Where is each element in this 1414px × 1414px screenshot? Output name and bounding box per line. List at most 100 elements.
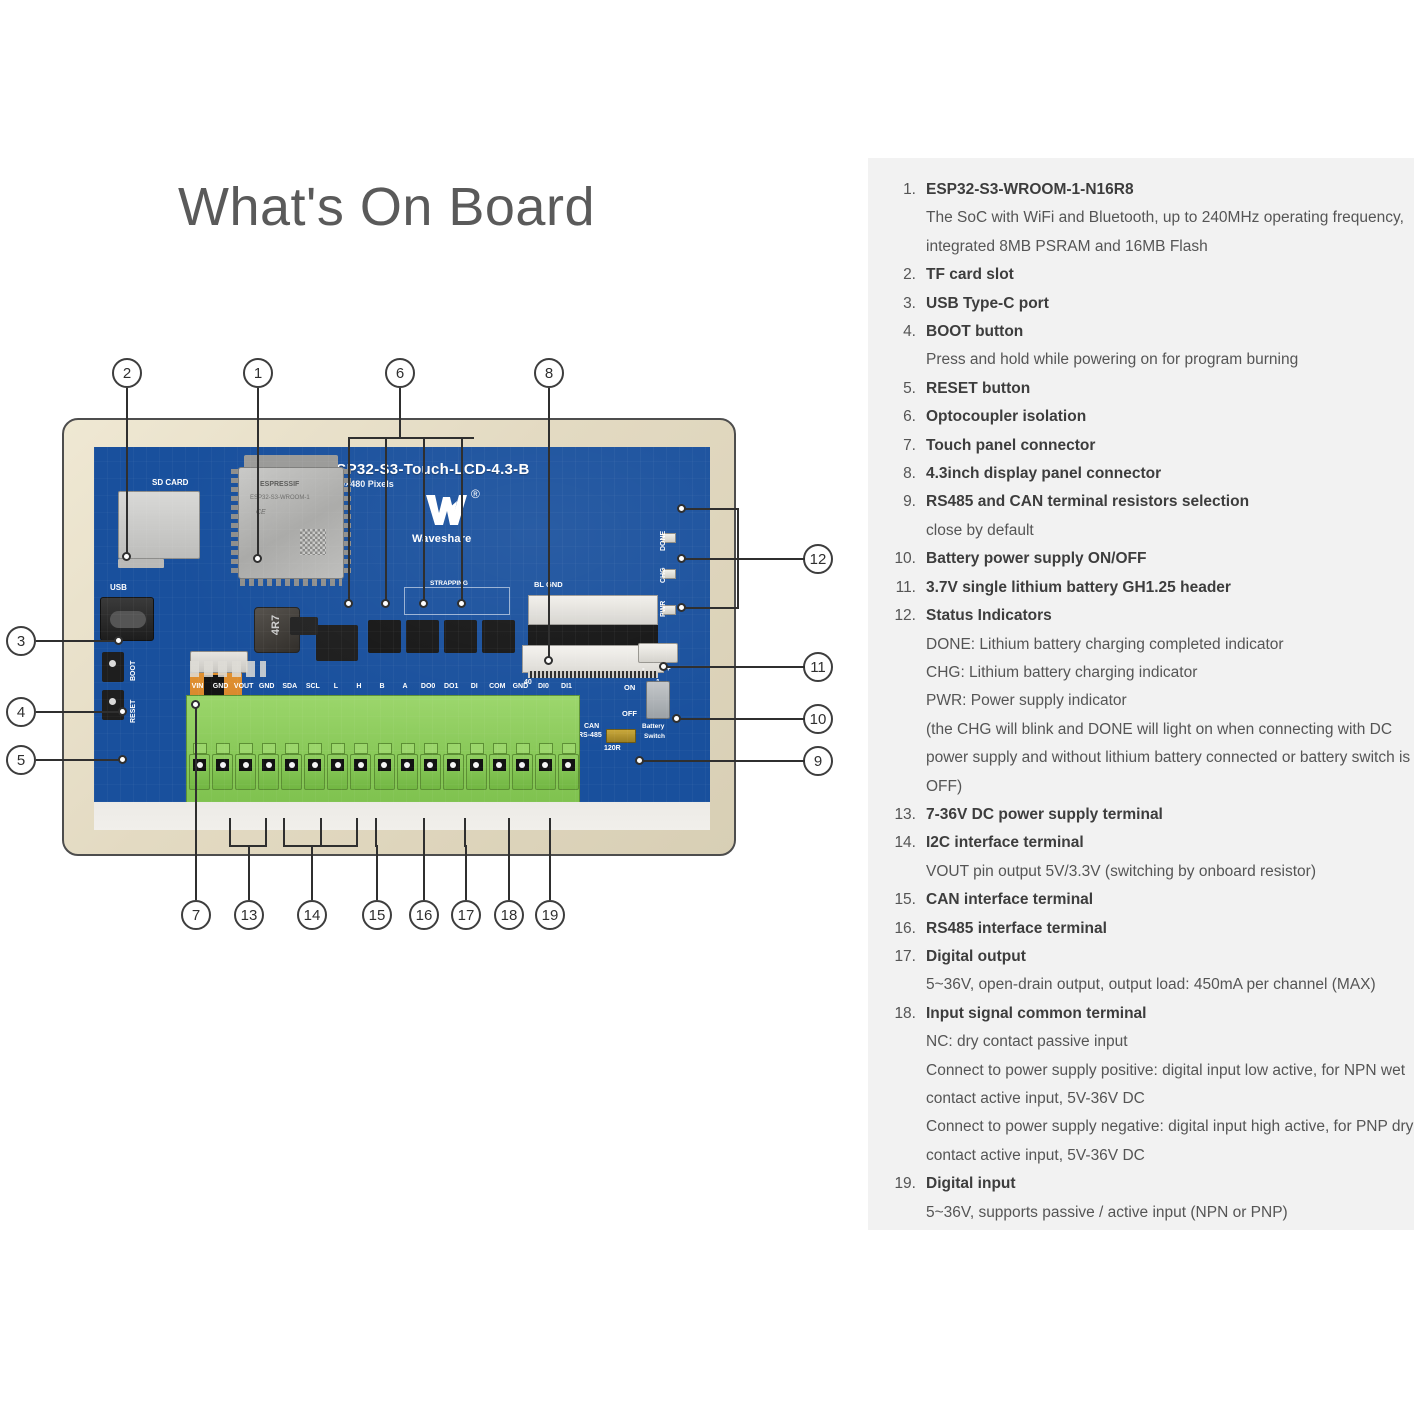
callout-6[interactable]: 6 <box>385 358 415 388</box>
callout-8[interactable]: 8 <box>534 358 564 388</box>
boot-button[interactable] <box>102 652 124 682</box>
terminal-screw[interactable] <box>235 743 257 790</box>
silkscreen-switch: Switch <box>644 733 665 740</box>
leader-dot-3 <box>114 636 123 645</box>
callout-16[interactable]: 16 <box>409 900 439 930</box>
feature-detail: contact active input, 5V-36V DC <box>926 1090 1145 1107</box>
callout-11[interactable]: 11 <box>803 652 833 682</box>
driver-ic <box>316 625 358 661</box>
silkscreen-pin-a-9: A <box>402 683 408 690</box>
silkscreen-pin-vin-0: VIN <box>191 683 204 690</box>
leader-19-a <box>549 818 551 846</box>
battery-gh1p25-header <box>638 643 678 663</box>
feature-title: Status Indicators <box>926 607 1052 625</box>
silkscreen-pin-vout-2: VOUT <box>233 683 254 690</box>
silkscreen-resolution: 800×480 Pixels <box>330 479 394 489</box>
leader-5 <box>36 759 122 761</box>
callout-15[interactable]: 15 <box>362 900 392 930</box>
leader-8 <box>548 388 550 660</box>
esp32-s3-wroom-module <box>238 467 344 579</box>
reset-button-cap[interactable] <box>109 698 116 705</box>
silkscreen-battery: Battery <box>642 723 665 730</box>
power-input-pads <box>190 661 266 677</box>
terminal-screw-slot <box>423 743 438 754</box>
leader-18-stem <box>508 845 510 900</box>
terminal-screw-slot <box>377 743 392 754</box>
leader-dot-12c <box>677 603 686 612</box>
terminal-screw[interactable] <box>327 743 349 790</box>
optocoupler-4 <box>482 620 515 653</box>
feature-title: Digital output <box>926 947 1026 965</box>
leader-12 <box>737 558 805 560</box>
feature-item-15: 15.CAN interface terminal <box>868 886 1414 914</box>
battery-power-switch[interactable] <box>646 681 670 719</box>
page-title: What's On Board <box>178 177 595 237</box>
callout-7[interactable]: 7 <box>181 900 211 930</box>
terminal-screw[interactable] <box>281 743 303 790</box>
terminal-screw-slot <box>262 743 277 754</box>
terminal-screw[interactable] <box>189 743 211 790</box>
feature-detail: Connect to power supply negative: digita… <box>926 1118 1414 1136</box>
leader-15-stem <box>376 845 378 900</box>
leader-14-b <box>320 818 322 846</box>
esp-module-pads-right <box>344 469 351 577</box>
terminal-screw[interactable] <box>373 743 395 790</box>
feature-number: 15. <box>894 891 916 909</box>
terminal-screw[interactable] <box>396 743 418 790</box>
feature-title: Input signal common terminal <box>926 1004 1147 1022</box>
silkscreen-usb: USB <box>110 583 127 592</box>
leader-14-bracket <box>283 845 358 847</box>
callout-18[interactable]: 18 <box>494 900 524 930</box>
terminal-resistor-jumper[interactable] <box>606 729 636 743</box>
callout-19[interactable]: 19 <box>535 900 565 930</box>
terminal-screw[interactable] <box>419 743 441 790</box>
callout-9[interactable]: 9 <box>803 746 833 776</box>
terminal-screw-slot <box>492 743 507 754</box>
boot-button-cap[interactable] <box>109 660 116 667</box>
leader-11 <box>663 666 805 668</box>
terminal-screw-slot <box>285 743 300 754</box>
callout-5[interactable]: 5 <box>6 745 36 775</box>
callout-4[interactable]: 4 <box>6 697 36 727</box>
leader-17-a <box>464 818 466 846</box>
feature-detail: (the CHG will blink and DONE will light … <box>926 720 1393 738</box>
leader-16-stem <box>423 845 425 900</box>
callout-2[interactable]: 2 <box>112 358 142 388</box>
leader-13-bracket <box>229 845 267 847</box>
callout-17[interactable]: 17 <box>451 900 481 930</box>
usb-type-c-port <box>100 597 154 641</box>
tf-card-slot <box>118 491 200 559</box>
terminal-screw[interactable] <box>258 743 280 790</box>
feature-number: 18. <box>894 1004 916 1022</box>
terminal-screw[interactable] <box>304 743 326 790</box>
terminal-screw[interactable] <box>350 743 372 790</box>
callout-1[interactable]: 1 <box>243 358 273 388</box>
terminal-screw[interactable] <box>511 743 533 790</box>
callout-14[interactable]: 14 <box>297 900 327 930</box>
terminal-screw[interactable] <box>557 743 579 790</box>
esp-module-pads-left <box>231 469 238 577</box>
feature-detail: VOUT pin output 5V/3.3V (switching by on… <box>926 862 1316 880</box>
callout-13[interactable]: 13 <box>234 900 264 930</box>
silkscreen-can: CAN <box>584 723 600 730</box>
terminal-screw-slot <box>193 743 208 754</box>
terminal-screw[interactable] <box>442 743 464 790</box>
terminal-screw[interactable] <box>212 743 234 790</box>
strapping-resistor-array <box>404 587 510 615</box>
terminal-screw-slot <box>400 743 415 754</box>
callout-10[interactable]: 10 <box>803 704 833 734</box>
leader-dot-1 <box>253 554 262 563</box>
terminal-screw[interactable] <box>465 743 487 790</box>
silkscreen-pin-gnd-14: GND <box>512 683 529 690</box>
optocoupler-1 <box>368 620 401 653</box>
feature-title: Battery power supply ON/OFF <box>926 550 1147 568</box>
terminal-screw[interactable] <box>488 743 510 790</box>
feature-number: 11. <box>895 578 916 596</box>
terminal-screw[interactable] <box>534 743 556 790</box>
feature-detail: Connect to power supply positive: digita… <box>926 1061 1406 1079</box>
silkscreen-pwr: PWR <box>660 600 667 617</box>
callout-3[interactable]: 3 <box>6 626 36 656</box>
callout-12[interactable]: 12 <box>803 544 833 574</box>
leader-12-c <box>681 607 739 609</box>
